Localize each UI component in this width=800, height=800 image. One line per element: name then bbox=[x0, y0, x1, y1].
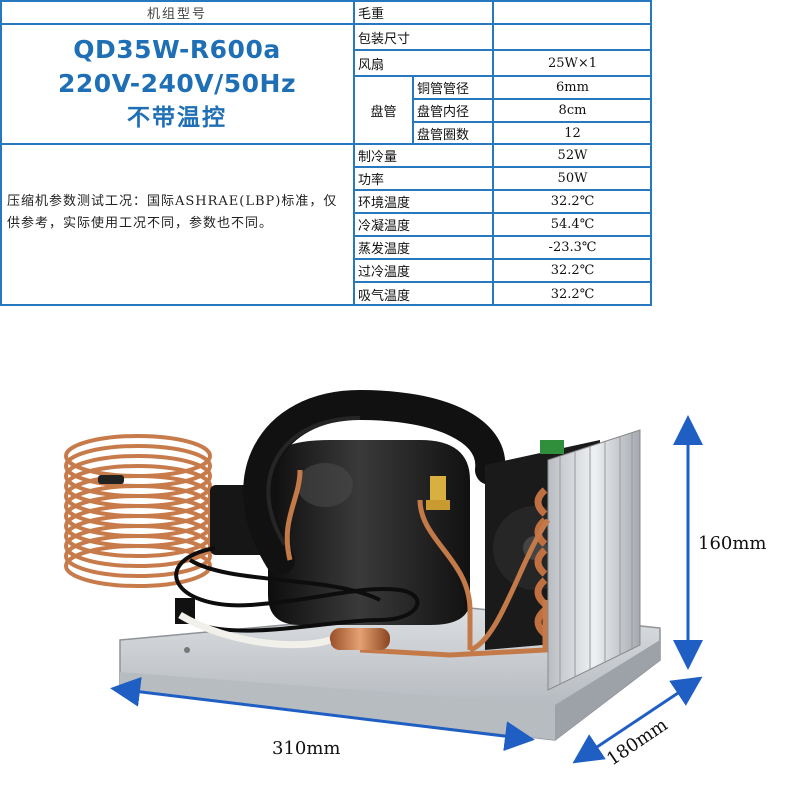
row-label-subcooling-temp: 过冷温度 bbox=[354, 259, 493, 282]
row-value-package-size bbox=[493, 24, 652, 50]
row-label-ambient-temp: 环境温度 bbox=[354, 190, 493, 213]
copper-piping bbox=[284, 469, 551, 658]
row-label-suction-temp: 吸气温度 bbox=[354, 282, 493, 306]
row-value-fan: 25W×1 bbox=[493, 50, 652, 76]
model-info: QD35W-R600a 220V-240V/50Hz 不带温控 bbox=[0, 24, 354, 144]
height-label: 160mm bbox=[698, 533, 767, 554]
model-header: 机组型号 bbox=[0, 0, 354, 24]
copper-coil bbox=[64, 434, 212, 588]
service-valve bbox=[426, 476, 450, 510]
row-label-coil-turns: 盘管圈数 bbox=[413, 122, 493, 144]
row-label-copper-diameter: 铜管管径 bbox=[413, 76, 493, 99]
row-label-cooling-capacity: 制冷量 bbox=[354, 144, 493, 167]
row-label-fan: 风扇 bbox=[354, 50, 493, 76]
product-photo: 160mm 310mm 180mm bbox=[64, 389, 767, 770]
model-voltage: 220V-240V/50Hz bbox=[57, 69, 297, 98]
row-value-evaporating-temp: -23.3℃ bbox=[493, 236, 652, 259]
condenser-coil bbox=[534, 429, 641, 691]
row-value-coil-inner-diameter: 8cm bbox=[493, 99, 652, 122]
row-label-power: 功率 bbox=[354, 167, 493, 190]
row-value-cooling-capacity: 52W bbox=[493, 144, 652, 167]
compressor bbox=[268, 440, 470, 625]
row-value-subcooling-temp: 32.2℃ bbox=[493, 259, 652, 282]
row-value-coil-turns: 12 bbox=[493, 122, 652, 144]
row-value-suction-temp: 32.2℃ bbox=[493, 282, 652, 306]
row-value-ambient-temp: 32.2℃ bbox=[493, 190, 652, 213]
model-thermostat-note: 不带温控 bbox=[127, 104, 227, 131]
row-label-coil-inner-diameter: 盘管内径 bbox=[413, 99, 493, 122]
test-conditions-note: 压缩机参数测试工况：国际ASHRAE(LBP)标准，仅供参考，实际使用工况不同，… bbox=[0, 144, 354, 306]
coil-end-cap bbox=[98, 475, 124, 484]
depth-arrow bbox=[572, 676, 703, 764]
filter-drier bbox=[330, 628, 390, 650]
row-label-coil: 盘管 bbox=[354, 76, 413, 144]
row-value-power: 50W bbox=[493, 167, 652, 190]
row-label-gross-weight: 毛重 bbox=[354, 0, 493, 24]
row-label-package-size: 包装尺寸 bbox=[354, 24, 493, 50]
depth-label: 180mm bbox=[603, 714, 672, 770]
spec-table: 机组型号 QD35W-R600a 220V-240V/50Hz 不带温控 压缩机… bbox=[0, 0, 652, 306]
row-value-condensing-temp: 54.4℃ bbox=[493, 213, 652, 236]
row-label-condensing-temp: 冷凝温度 bbox=[354, 213, 493, 236]
width-arrow bbox=[110, 676, 535, 752]
row-label-evaporating-temp: 蒸发温度 bbox=[354, 236, 493, 259]
white-cable bbox=[178, 611, 332, 649]
width-label: 310mm bbox=[272, 738, 341, 759]
model-number: QD35W-R600a bbox=[73, 35, 281, 64]
row-value-gross-weight bbox=[493, 0, 652, 24]
row-value-copper-diameter: 6mm bbox=[493, 76, 652, 99]
insulated-hose bbox=[243, 389, 506, 575]
